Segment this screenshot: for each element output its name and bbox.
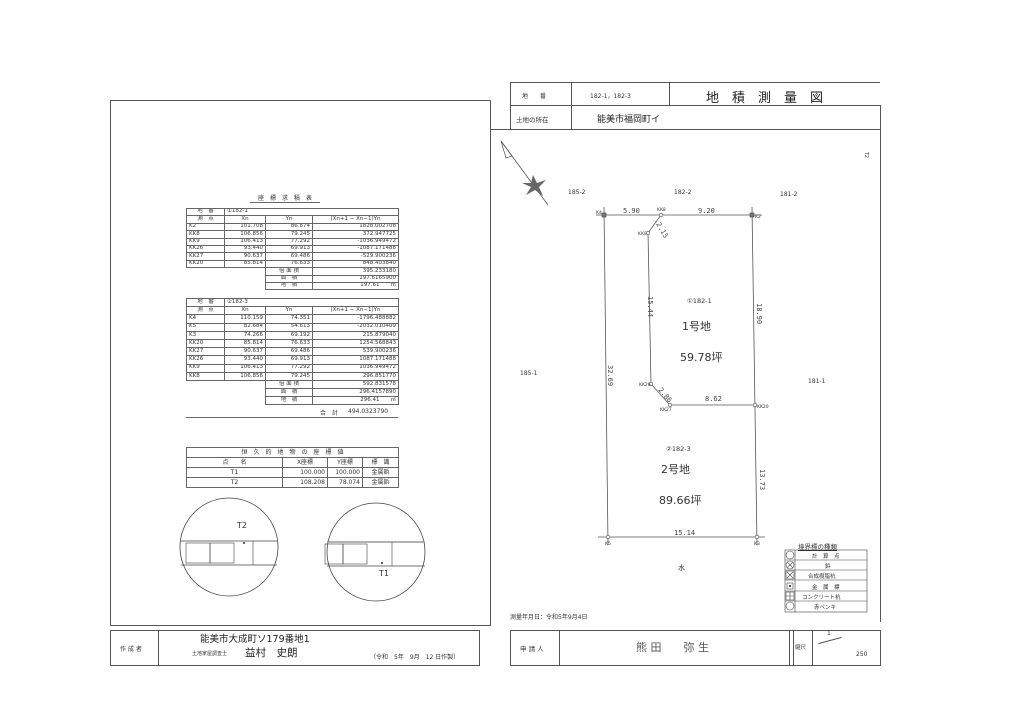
legend-item-calc-point: 計 算 点 [812,554,840,560]
location-label: 土地の所在 [516,116,549,124]
creator-name: 益村 史朗 [245,647,298,659]
point-k3: K3 [754,541,760,547]
legend-item-red-paint: 赤ペンキ [814,605,837,611]
lot2-chiban: ②182-3 [666,445,691,453]
svg-text:5.90: 5.90 [623,207,640,215]
t1-point-icon [381,562,383,564]
location-value: 能美市福岡町イ [597,115,661,125]
point-kk27: KK27 [660,407,672,413]
applicant-name: 熊 田 弥 生 [636,641,709,654]
point-kk20: KK20 [757,404,769,410]
legend-item-concrete-stake: コンクリート杭 [802,595,841,601]
lot2-area: 89.66坪 [659,494,702,507]
creator-qualification: 土地家屋調査士 [192,651,228,657]
svg-text:32.69: 32.69 [606,365,614,386]
lot2-name: 2号地 [661,463,690,476]
red-paint-icon [785,601,795,611]
svg-text:2.15: 2.15 [654,221,669,240]
table-cell: 金属鋲 [361,477,400,488]
detail-view-t2 [179,497,279,597]
document-title: 地 積 測 量 図 [706,91,824,106]
scale-denominator: 250 [856,651,868,658]
rivet-icon [785,560,795,570]
creator-box [110,630,480,666]
svg-text:15.44: 15.44 [646,296,654,317]
point-labels: K4 KK8 K2 KK9 KK26 KK27 KK20 K5 K3 [596,207,769,547]
dimension-labels: 5.90 9.20 2.15 15.44 18.90 32.69 2.86 8.… [606,207,766,537]
point-kk9: KK9 [638,231,647,237]
legend-title: 境界標の種類 [798,543,837,551]
point-k2: K2 [755,214,761,220]
svg-text:18.90: 18.90 [755,303,763,324]
legend-item-resin-stake: 合成樹脂杭 [808,574,836,580]
lot1-name: 1号地 [682,320,711,333]
scale-label: 縮尺 [795,645,807,651]
svg-text:13.73: 13.73 [758,469,766,490]
survey-date: 測量年月日：令和5年9月4日 [510,614,588,621]
resin-stake-icon [785,570,795,580]
metal-mark-icon [786,582,794,590]
legend-symbols [784,549,868,613]
legend-item-rivet: 鋲 [825,564,831,570]
lot1-area: 59.78坪 [680,351,723,364]
point-k5: K5 [605,541,611,547]
summary-value: 296.41 ㎡ [312,396,399,406]
summary-value: 197.61 ㎡ [312,281,399,291]
north-arrow-icon [500,140,549,206]
svg-text:15.14: 15.14 [674,529,695,537]
neighbor-181-1: 181-1 [808,378,826,385]
location-label-cell [510,105,572,130]
creator-address: 能美市大成町ソ179番地1 [200,634,310,645]
point-kk8: KK8 [657,207,666,213]
point-k4: K4 [596,210,602,216]
neighbor-water: 水 [678,564,685,572]
calc-point-icon [785,550,795,560]
detail-label-t1: T1 [379,569,389,578]
point-kk26: KK26 [639,382,651,388]
scale-numerator: 1 [827,630,831,637]
marker-top-right: T2 [863,151,870,159]
neighbor-185-1: 185-1 [520,370,538,377]
detail-view-t1 [324,502,426,602]
applicant-box [510,630,881,666]
detail-label-t2: T2 [237,521,247,530]
chiban-value: 182-1，182-3 [590,93,631,100]
neighbor-182-2: 182-2 [674,189,692,196]
creator-label: 作 成 者 [120,646,142,653]
applicant-label: 申 請 人 [520,645,544,653]
svg-text:9.20: 9.20 [698,207,715,215]
neighbor-181-2: 181-2 [780,191,798,198]
total-label: 合 計 [320,410,339,417]
survey-points [601,212,760,540]
total-value: 494.0323790 [348,408,389,415]
svg-text:8.62: 8.62 [705,395,722,403]
chiban-label: 地 番 [522,93,547,100]
svg-text:2.86: 2.86 [656,386,673,404]
creation-date: （令和 5年 9月 12 日作製） [370,654,460,661]
neighbor-185-2: 185-2 [568,189,586,196]
t2-point-icon [243,542,245,544]
coord-table-title: 座 標 求 積 表 [250,193,321,203]
legend-item-metal-mark: 金 属 標 [812,585,840,591]
lot1-chiban: ①182-1 [687,297,712,305]
